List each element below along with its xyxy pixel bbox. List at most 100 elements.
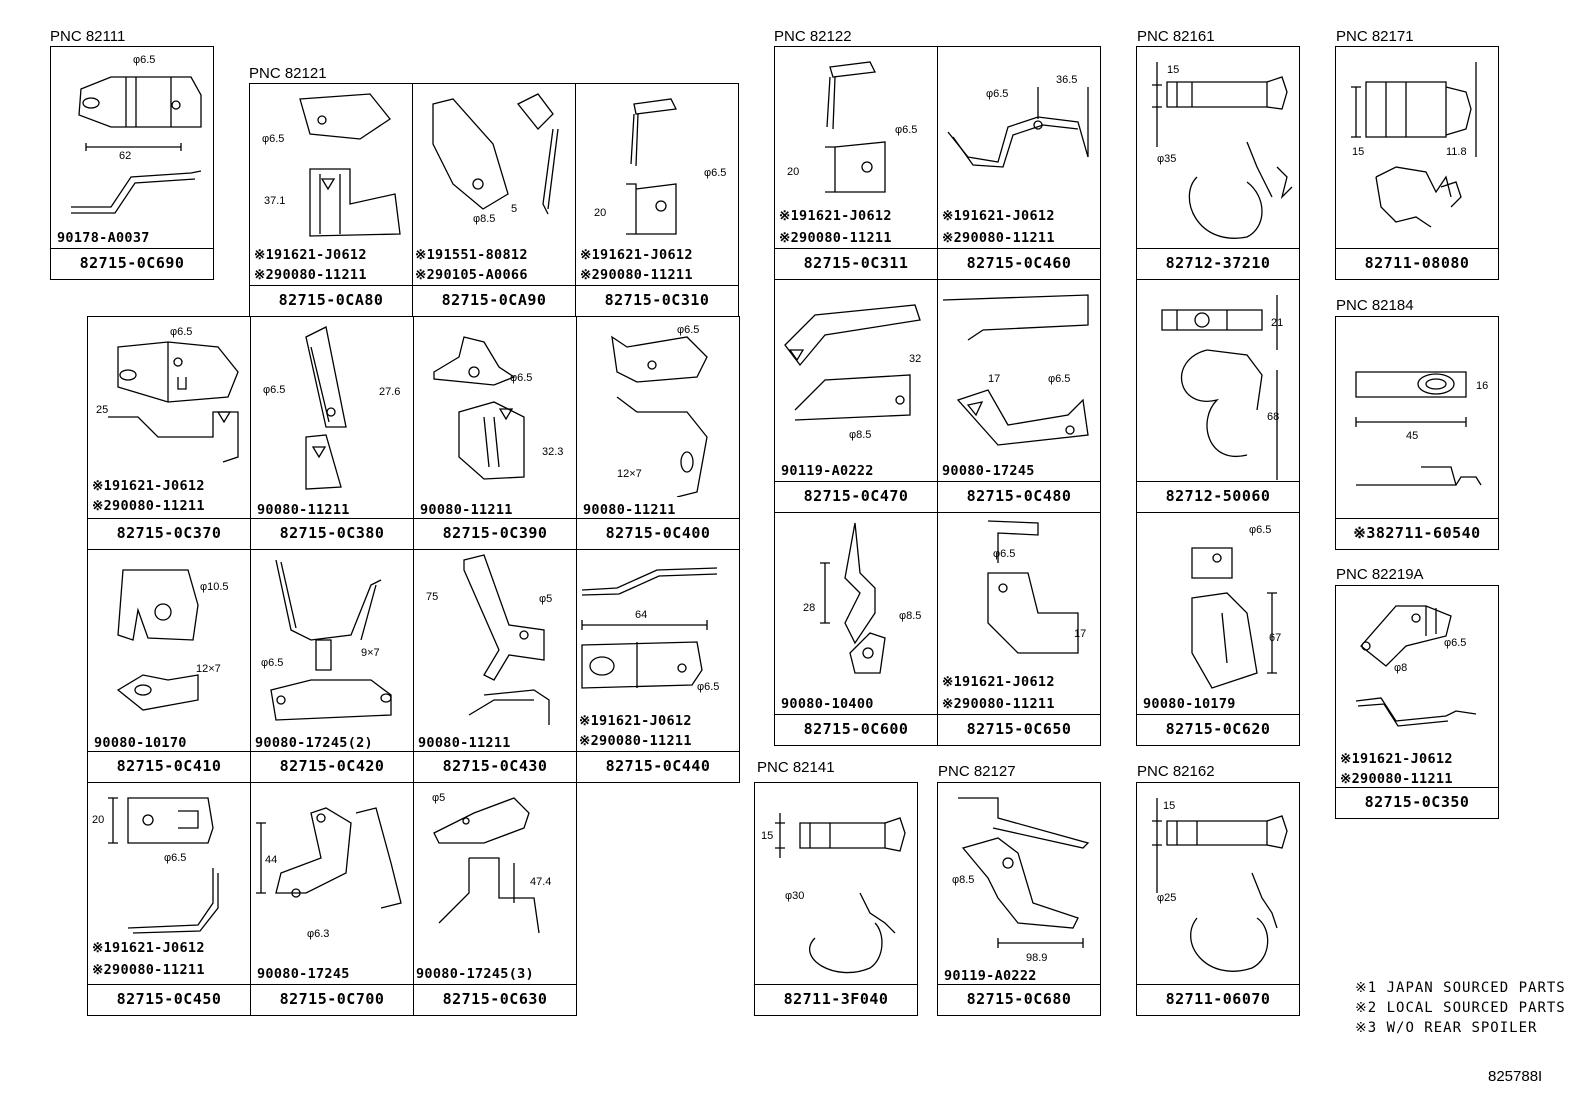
part-number: 82715-0C350: [1336, 787, 1498, 818]
dimension-label: φ6.5: [1048, 373, 1070, 385]
bracket-drawing: φ8.5 98.9: [952, 797, 1090, 963]
part-cell[interactable]: 32 φ8.5 90119-A0222 82715-0C470: [774, 279, 938, 513]
fastener-label: 90080-17245: [942, 463, 1035, 479]
dimension-label: 20: [92, 814, 104, 826]
part-cell[interactable]: 15 φ30 82711-3F040: [754, 782, 918, 1016]
dimension-label: φ6.5: [133, 54, 155, 66]
dimension-label: 45: [1406, 430, 1418, 442]
part-cell[interactable]: 44 φ6.3 90080-17245 82715-0C700: [250, 782, 414, 1016]
dimension-label: 17: [988, 373, 1000, 385]
part-cell[interactable]: φ6.5 32.3 90080-11211 82715-0C390: [413, 316, 577, 550]
dimension-label: φ6.5: [261, 657, 283, 669]
part-cell[interactable]: 16 45 ※382711-60540: [1335, 316, 1499, 550]
bracket-drawing: 44 φ6.3: [256, 807, 402, 940]
pnc-label-82161: PNC 82161: [1137, 28, 1215, 45]
dimension-label: φ5: [432, 792, 445, 804]
part-cell[interactable]: 21 68 82712-50060: [1136, 279, 1300, 513]
dimension-label: φ8.5: [473, 213, 495, 225]
bracket-drawing: 20 φ6.5: [92, 797, 219, 934]
part-cell[interactable]: 75 φ5 90080-11211 82715-0C430: [413, 549, 577, 783]
part-cell[interactable]: 15 φ35 82712-37210: [1136, 46, 1300, 280]
part-number: 82711-06070: [1137, 984, 1299, 1015]
part-cell[interactable]: φ6.5 67 90080-10179 82715-0C620: [1136, 512, 1300, 746]
fastener-label: 90080-11211: [583, 502, 676, 518]
dimension-label: φ6.5: [263, 384, 285, 396]
part-cell[interactable]: φ6.5 36.5 ※191621-J0612 ※290080-11211 82…: [937, 46, 1101, 280]
clamp-drawing: 15 φ35: [1152, 62, 1293, 239]
bracket-drawing: φ6.5 36.5: [947, 74, 1089, 168]
dimension-label: φ10.5: [200, 581, 229, 593]
dimension-label: φ6.5: [895, 124, 917, 136]
part-cell[interactable]: φ6.5 37.1 ※191621-J0612 ※290080-11211 82…: [249, 83, 413, 317]
part-cell[interactable]: φ6.5 9×7 90080-17245(2) 82715-0C420: [250, 549, 414, 783]
fastener-label: ※290080-11211: [580, 267, 693, 283]
fastener-label: 90080-10400: [781, 696, 874, 712]
fastener-label: 90080-11211: [257, 502, 350, 518]
part-number: 82715-0C700: [251, 984, 413, 1015]
part-cell[interactable]: φ10.5 12×7 90080-10170 82715-0C410: [87, 549, 251, 783]
dimension-label: 12×7: [617, 468, 642, 480]
dimension-label: 20: [594, 207, 606, 219]
dimension-label: φ6.5: [164, 852, 186, 864]
dimension-label: 21: [1271, 317, 1283, 329]
dimension-label: φ6.5: [1249, 524, 1271, 536]
part-number: 82712-50060: [1137, 481, 1299, 512]
part-cell[interactable]: φ8.5 5 ※191551-80812 ※290105-A0066 82715…: [412, 83, 576, 317]
dimension-label: 44: [265, 854, 277, 866]
pnc-label-82111: PNC 82111: [50, 28, 126, 45]
part-cell[interactable]: φ6.5 62 90178-A0037 82715-0C690: [50, 46, 214, 280]
part-cell[interactable]: φ8.5 98.9 90119-A0222 82715-0C680: [937, 782, 1101, 1016]
part-number: 82715-0C620: [1137, 714, 1299, 745]
dimension-label: 64: [635, 609, 647, 621]
dimension-label: φ8.5: [899, 610, 921, 622]
part-number: 82715-0C420: [251, 751, 413, 782]
part-cell[interactable]: 28 φ8.5 90080-10400 82715-0C600: [774, 512, 938, 746]
pnc-label-82141: PNC 82141: [757, 759, 835, 776]
dimension-label: 67: [1269, 632, 1281, 644]
dimension-label: φ25: [1157, 892, 1176, 904]
part-cell[interactable]: 15 11.8 82711-08080: [1335, 46, 1499, 280]
part-number-text: 82711-60540: [1375, 524, 1481, 542]
fastener-label: ※191621-J0612: [942, 208, 1055, 224]
part-cell[interactable]: 20 φ6.5 ※191621-J0612 ※290080-11211 8271…: [87, 782, 251, 1016]
part-cell[interactable]: φ6.5 12×7 90080-11211 82715-0C400: [576, 316, 740, 550]
part-cell[interactable]: φ6.5 25 ※191621-J0612 ※290080-11211 8271…: [87, 316, 251, 550]
dimension-label: 62: [119, 150, 131, 162]
part-number: 82711-08080: [1336, 248, 1498, 279]
fastener-label: 90178-A0037: [57, 230, 150, 246]
fastener-label: ※290080-11211: [92, 498, 205, 514]
part-cell[interactable]: φ6.5 φ8 ※191621-J0612 ※290080-11211 8271…: [1335, 585, 1499, 819]
part-cell[interactable]: φ6.5 17 ※191621-J0612 ※290080-11211 8271…: [937, 512, 1101, 746]
note-wo-rear-spoiler: ※3 W/O REAR SPOILER: [1355, 1020, 1538, 1036]
part-cell[interactable]: φ6.5 20 ※191621-J0612 ※290080-11211 8271…: [575, 83, 739, 317]
dimension-label: 36.5: [1056, 74, 1077, 86]
dimension-label: 47.4: [530, 876, 551, 888]
part-cell[interactable]: φ5 47.4 90080-17245(3) 82715-0C630: [413, 782, 577, 1016]
part-number: 82715-0C440: [577, 751, 739, 782]
fastener-label: 90080-11211: [418, 735, 511, 751]
dimension-label: φ6.5: [697, 681, 719, 693]
dimension-label: φ8.5: [849, 429, 871, 441]
dimension-label: 20: [787, 166, 799, 178]
part-cell[interactable]: 17 φ6.5 90080-17245 82715-0C480: [937, 279, 1101, 513]
part-number: 82715-0C410: [88, 751, 250, 782]
dimension-label: φ6.5: [262, 133, 284, 145]
bracket-drawing: 17 φ6.5: [942, 294, 1089, 446]
bracket-drawing: 32 φ8.5: [784, 304, 921, 441]
part-number: 82712-37210: [1137, 248, 1299, 279]
part-number: 82715-0C680: [938, 984, 1100, 1015]
dimension-label: φ6.5: [993, 548, 1015, 560]
bracket-drawing: φ6.5 37.1: [262, 93, 401, 237]
bracket-drawing: φ6.5 27.6: [263, 326, 400, 490]
part-cell[interactable]: 64 φ6.5 ※191621-J0612 ※290080-11211 8271…: [576, 549, 740, 783]
bracket-drawing: φ6.5 62: [71, 54, 202, 214]
part-cell[interactable]: 15 φ25 82711-06070: [1136, 782, 1300, 1016]
fastener-label: 90080-17245(2): [255, 735, 373, 751]
dimension-label: φ6.5: [170, 326, 192, 338]
dimension-label: 9×7: [361, 647, 380, 659]
dimension-label: 27.6: [379, 386, 400, 398]
part-cell[interactable]: φ6.5 20 ※191621-J0612 ※290080-11211 8271…: [774, 46, 938, 280]
part-number: 82715-0C370: [88, 518, 250, 549]
part-cell[interactable]: φ6.5 27.6 90080-11211 82715-0C380: [250, 316, 414, 550]
pnc-label-82171: PNC 82171: [1336, 28, 1414, 45]
